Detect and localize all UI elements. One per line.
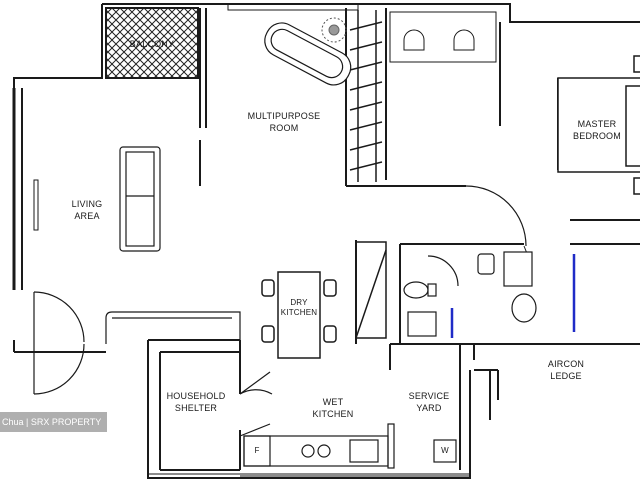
- label-line-1: MASTER: [577, 119, 617, 129]
- label-multipurpose-room: MULTIPURPOSE ROOM: [248, 110, 321, 134]
- label-line-2: KITCHEN: [312, 409, 354, 419]
- label-master-bedroom: MASTER BEDROOM: [573, 118, 621, 142]
- entry-door: [33, 291, 85, 395]
- label-service-yard: SERVICE YARD: [409, 390, 450, 414]
- label-line-1: SERVICE: [408, 391, 450, 401]
- master-bed: [557, 55, 640, 195]
- watermark: Chua | SRX PROPERTY: [0, 412, 108, 432]
- sofa: [119, 146, 161, 252]
- kitchen-counter: [239, 423, 457, 469]
- wardrobe-master: [389, 11, 497, 63]
- label-line-2: BEDROOM: [573, 131, 621, 141]
- label-aircon-ledge: AIRCON LEDGE: [548, 358, 584, 382]
- label-line-1: HOUSEHOLD: [166, 391, 226, 401]
- label-fridge: F: [254, 446, 260, 455]
- balcony-hatch: [105, 7, 199, 79]
- label-living-area: LIVING AREA: [72, 198, 103, 222]
- label-line-2: ROOM: [269, 123, 299, 133]
- label-line-2: LEDGE: [550, 371, 582, 381]
- label-line-1: MULTIPURPOSE: [247, 111, 321, 121]
- wardrobe: [349, 10, 383, 182]
- label-line-2: SHELTER: [174, 403, 218, 413]
- label-line-2: KITCHEN: [280, 308, 318, 317]
- label-line-2: YARD: [416, 403, 442, 413]
- label-line-1: DRY: [290, 298, 308, 307]
- label-line-2: AREA: [74, 211, 100, 221]
- mp-door: [465, 185, 527, 247]
- label-balcony: BALCONY: [129, 39, 175, 49]
- label-dry-kitchen: DRY KITCHEN: [280, 298, 318, 318]
- label-line-1: WET: [322, 397, 344, 407]
- toilet: [403, 251, 537, 337]
- label-wet-kitchen: WET KITCHEN: [313, 396, 354, 420]
- plant: [321, 17, 347, 43]
- exterior-walls: [12, 3, 640, 479]
- label-line-1: AIRCON: [547, 359, 585, 369]
- daybed: [264, 22, 352, 86]
- label-line-1: LIVING: [71, 199, 103, 209]
- label-household-shelter: HOUSEHOLD SHELTER: [167, 390, 226, 414]
- label-washer: W: [441, 446, 449, 455]
